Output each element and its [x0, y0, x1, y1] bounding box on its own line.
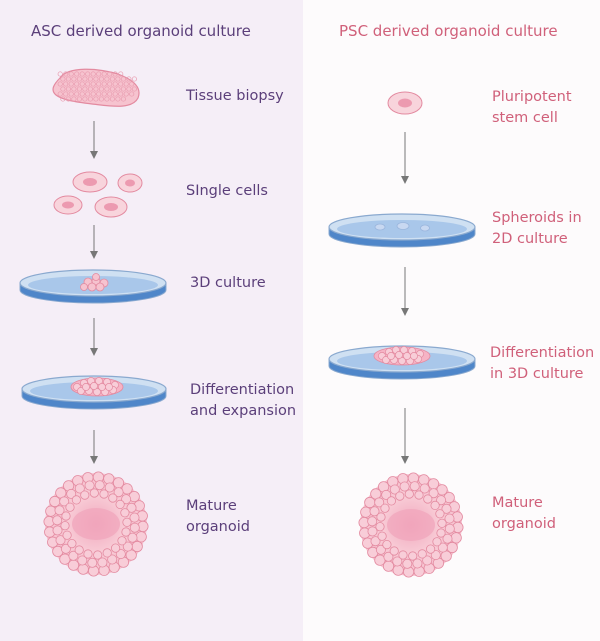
step-single-cells: SIngle cells — [186, 183, 268, 199]
petri-dish-differentiation-icon — [21, 375, 167, 410]
single-cells-icon — [53, 171, 143, 218]
mature-organoid-icon-left — [43, 471, 149, 577]
tissue-biopsy-icon — [52, 68, 140, 107]
step-3d-culture: 3D culture — [190, 275, 266, 291]
psc-title: PSC derived organoid culture — [339, 22, 558, 40]
petri-dish-3d-differentiation-icon — [328, 345, 476, 380]
petri-dish-3d-culture-icon — [19, 269, 167, 304]
petri-dish-2d-culture-icon — [328, 213, 476, 248]
pluripotent-stem-cell-icon — [387, 91, 423, 115]
mature-organoid-icon-right — [358, 472, 464, 578]
step-tissue-biopsy: Tissue biopsy — [186, 88, 284, 104]
asc-title: ASC derived organoid culture — [31, 22, 251, 40]
